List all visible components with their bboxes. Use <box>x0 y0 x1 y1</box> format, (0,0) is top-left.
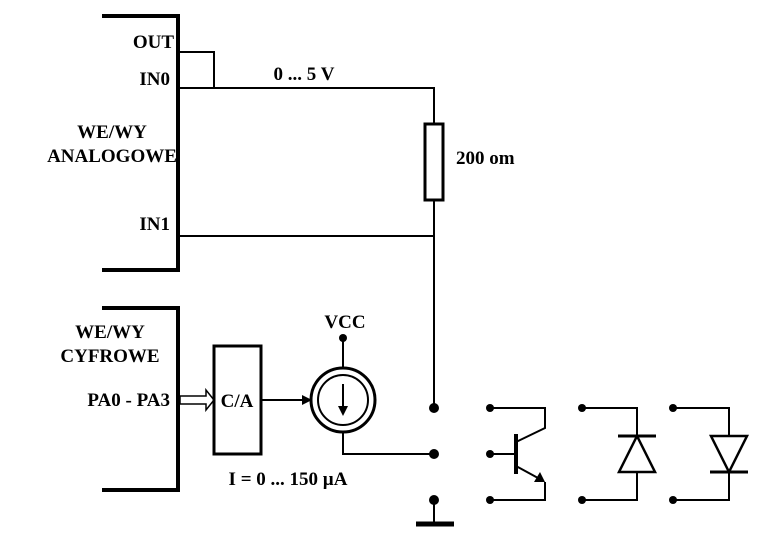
diode-icon <box>669 404 750 504</box>
current-source-output-wire <box>342 432 434 455</box>
out-in0-loop <box>178 51 215 88</box>
resistor-icon <box>423 122 445 202</box>
pin-in0-label: IN0 <box>139 69 170 90</box>
voltage-range-label: 0 ... 5 V <box>274 64 335 85</box>
dac-label: C/A <box>221 391 254 412</box>
diode-icon <box>578 404 658 504</box>
digital-block-bracket <box>102 306 180 492</box>
ground-icon <box>416 500 454 527</box>
arrow-head-icon <box>302 395 312 405</box>
vcc-label: VCC <box>324 312 365 333</box>
digital-title-line2: CYFROWE <box>60 346 159 367</box>
current-source-icon <box>309 366 377 434</box>
digital-title-line1: WE/WY <box>75 322 145 343</box>
dac-box <box>212 344 263 456</box>
transistor-icon <box>486 404 546 504</box>
in0-wire <box>178 87 435 124</box>
pin-out-label: OUT <box>133 32 175 53</box>
analog-title-line2: ANALOGOWE <box>47 146 177 167</box>
terminal-node-2 <box>429 449 439 459</box>
analog-title-line1: WE/WY <box>77 122 147 143</box>
current-range-label: I = 0 ... 150 µA <box>229 469 348 490</box>
bus-arrow-icon <box>179 387 215 413</box>
resistor-value-label: 200 om <box>456 148 515 169</box>
digital-pins-label: PA0 - PA3 <box>87 390 170 411</box>
analog-block-bracket <box>102 14 180 272</box>
pin-in1-label: IN1 <box>139 214 170 235</box>
terminal-node-1 <box>429 403 439 413</box>
